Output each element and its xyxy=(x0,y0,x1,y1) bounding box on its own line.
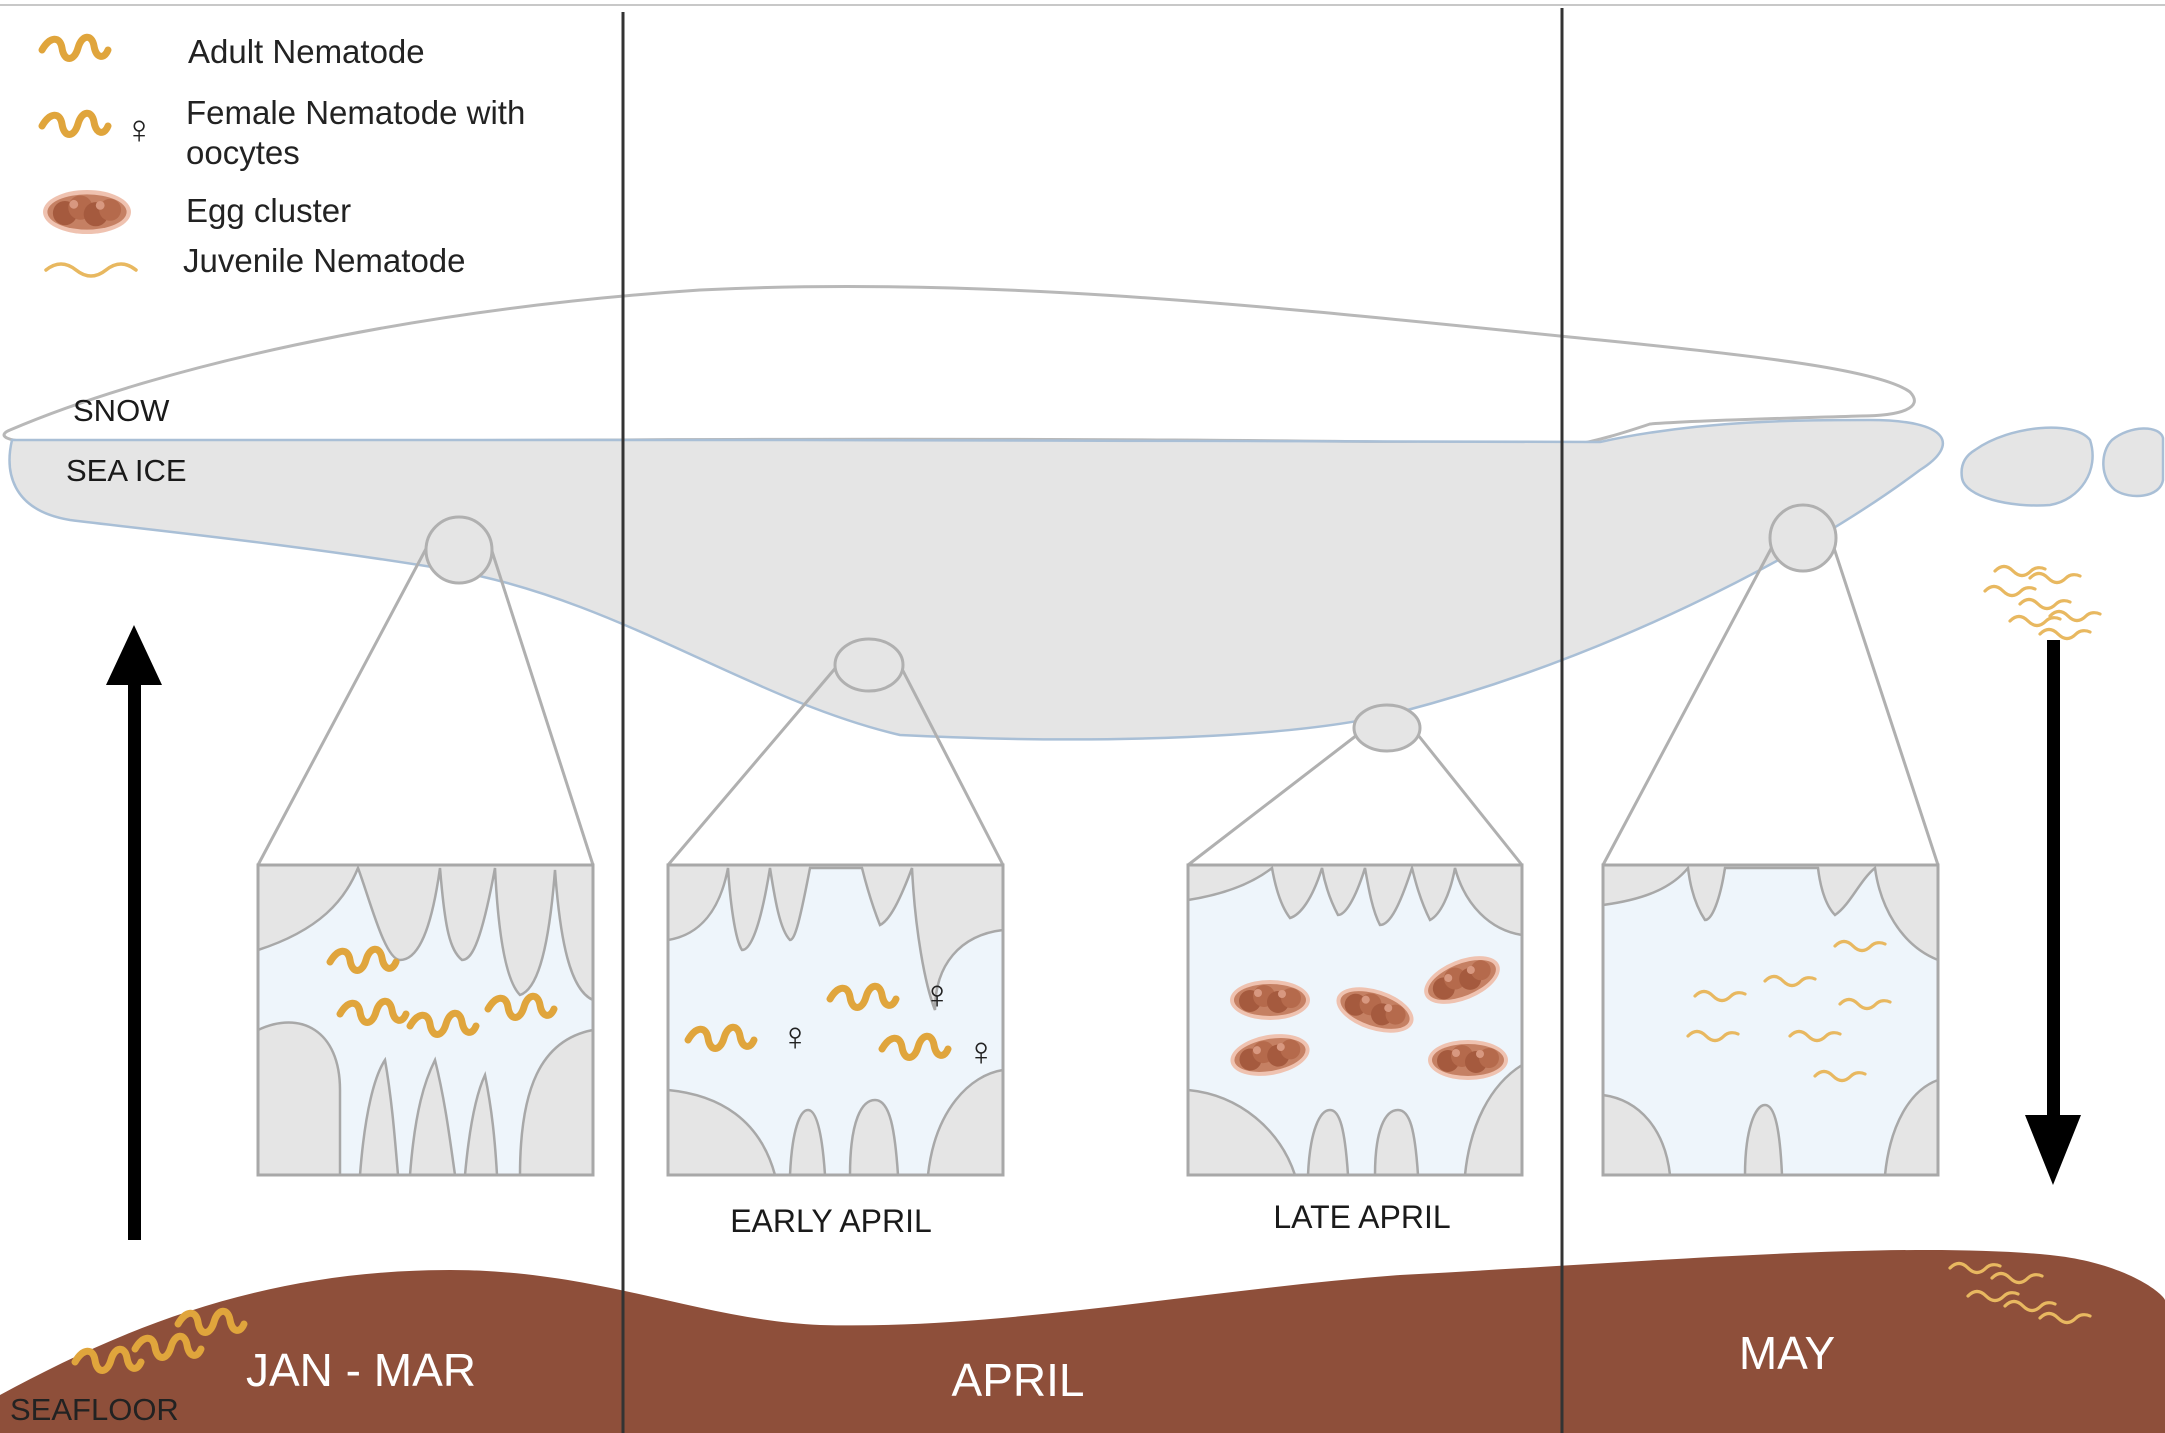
legend: Adult Nematode ♀ Female Nematode with oo… xyxy=(42,33,525,279)
legend-female-icon: ♀ xyxy=(42,108,154,152)
legend-female-label-line2: oocytes xyxy=(186,134,300,171)
arrow-down-icon xyxy=(2025,640,2081,1185)
female-nematodes-group: ♀ ♀ ♀ xyxy=(688,973,996,1074)
month-label-jan-mar: JAN - MAR xyxy=(246,1344,476,1396)
seafloor-label: SEAFLOOR xyxy=(10,1392,179,1427)
month-label-may: MAY xyxy=(1739,1327,1835,1379)
female-symbol: ♀ xyxy=(966,1030,996,1074)
snow-layer xyxy=(2,284,1916,448)
released-juveniles xyxy=(1983,564,2102,641)
zoom-cone-jan-mar xyxy=(256,515,595,866)
arrow-up-icon xyxy=(106,625,162,1240)
seafloor xyxy=(0,1249,2165,1433)
svg-text:♀: ♀ xyxy=(124,108,154,152)
legend-female-label-line1: Female Nematode with xyxy=(186,94,525,131)
month-label-april: APRIL xyxy=(952,1354,1085,1406)
egg-cluster xyxy=(1230,980,1310,1020)
snow-label: SNOW xyxy=(73,393,170,428)
zoom-panel-may xyxy=(1601,863,1940,1177)
legend-adult-icon xyxy=(42,37,108,58)
zoom-panel-early-april: ♀ ♀ ♀ xyxy=(666,863,1005,1177)
legend-juvenile-icon xyxy=(44,262,138,278)
late-april-label: LATE APRIL xyxy=(1273,1199,1450,1235)
egg-cluster xyxy=(1428,1040,1508,1080)
female-symbol: ♀ xyxy=(780,1015,810,1059)
legend-juvenile-label: Juvenile Nematode xyxy=(183,242,466,279)
zoom-cone-may xyxy=(1601,503,1940,866)
sea-ice-label: SEA ICE xyxy=(66,453,187,488)
legend-egg-label: Egg cluster xyxy=(186,192,351,229)
legend-egg-icon xyxy=(43,190,131,234)
ice-floe xyxy=(2102,427,2165,498)
ice-floe xyxy=(1960,426,2094,507)
sea-ice-layer xyxy=(8,418,1945,741)
zoom-cone-early-april xyxy=(666,637,1005,866)
zoom-panel-late-april xyxy=(1186,863,1524,1177)
legend-adult-label: Adult Nematode xyxy=(188,33,425,70)
female-symbol: ♀ xyxy=(922,973,952,1017)
zoom-cone-late-april xyxy=(1187,703,1524,867)
zoom-panel-jan-mar xyxy=(256,863,595,1177)
early-april-label: EARLY APRIL xyxy=(730,1203,932,1239)
